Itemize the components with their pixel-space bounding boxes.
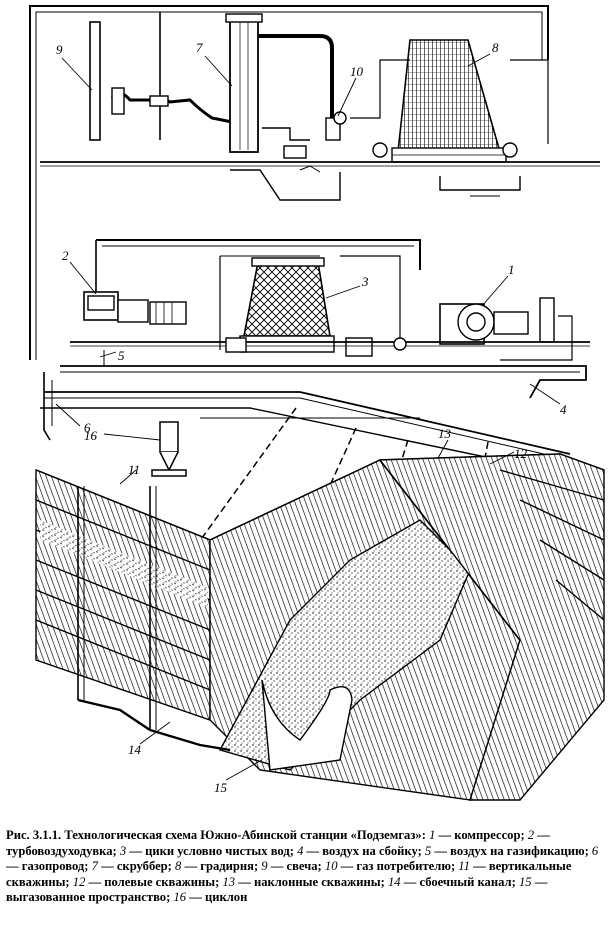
- label-12: 12: [514, 446, 528, 461]
- cooling-tower-8: [391, 39, 507, 163]
- label-3: 3: [361, 274, 369, 289]
- label-16: 16: [84, 428, 98, 443]
- label-9: 9: [56, 42, 63, 57]
- leader-lines: [55, 53, 561, 781]
- label-10: 10: [350, 64, 364, 79]
- caption-item-number: 8: [171, 859, 182, 873]
- scrubber-7: [225, 13, 263, 153]
- label-15: 15: [214, 780, 228, 795]
- caption-item-text: — градирня;: [181, 859, 259, 873]
- caption-item-number: 2: [524, 828, 535, 842]
- candle-9: [89, 21, 101, 141]
- label-13: 13: [438, 426, 452, 441]
- caption-item-text: — турбовоздуходувка;: [6, 828, 550, 858]
- gas-cleaning-section: [29, 5, 600, 360]
- caption-item-text: — свеча;: [267, 859, 322, 873]
- cooling-tower-3: [239, 257, 335, 353]
- caption-item-number: 15: [515, 874, 532, 889]
- caption-item-number: 16: [170, 890, 187, 904]
- caption-item-text: — скруббер;: [97, 859, 172, 873]
- caption-item-number: 13: [219, 874, 236, 889]
- caption-item-number: 14: [384, 874, 401, 889]
- label-6: 6: [84, 420, 91, 435]
- caption-item-number: 12: [69, 874, 86, 889]
- caption-item-number: 10: [321, 859, 338, 873]
- caption-title: Рис. 3.1.1. Технологическая схема Южно-А…: [6, 828, 426, 842]
- caption-item-text: — вертикальные скважины;: [6, 859, 572, 889]
- caption-item-text: — цики условно чистых вод;: [126, 843, 294, 858]
- label-2: 2: [62, 248, 69, 263]
- caption-item-text: — наклонные скважины;: [235, 874, 385, 889]
- caption-item-text: — сбоечный канал;: [400, 874, 516, 889]
- caption-item-text: — компрессор;: [435, 828, 525, 842]
- compressor-section: [43, 239, 590, 441]
- label-1: 1: [508, 262, 515, 277]
- label-11: 11: [128, 462, 140, 477]
- caption-item-number: 7: [88, 859, 98, 873]
- caption-item-number: 1: [429, 828, 436, 842]
- label-4: 4: [560, 402, 567, 417]
- turbo-blower-2: [83, 291, 187, 325]
- caption-item-text: — газ потребителю;: [337, 859, 456, 873]
- caption-item-number: 3: [116, 843, 127, 858]
- caption-legend: 1 — компрессор; 2 — турбовоздуходувка; 3…: [6, 828, 598, 904]
- figure-caption: Рис. 3.1.1. Технологическая схема Южно-А…: [6, 828, 610, 906]
- caption-item-number: 11: [455, 859, 470, 873]
- coal-seam-block: [35, 453, 605, 801]
- label-5: 5: [118, 348, 125, 363]
- caption-item-text: — циклон: [186, 890, 248, 904]
- caption-item-number: 6: [588, 843, 599, 858]
- caption-item-text: — воздух на сбойку;: [303, 843, 422, 858]
- compressor-1: [439, 297, 573, 361]
- caption-item-number: 5: [421, 843, 432, 858]
- label-8: 8: [492, 40, 499, 55]
- cyclone-16: [151, 421, 187, 477]
- caption-item-number: 9: [258, 859, 268, 873]
- caption-item-text: — выгазованное пространство;: [6, 874, 548, 905]
- number-labels: 9 7 10 8 2 3 1 5 4 6 16 11 13 12 14 15: [56, 40, 567, 795]
- caption-item-number: 4: [293, 843, 304, 858]
- process-diagram: 9 7 10 8 2 3 1 5 4 6 16 11 13 12 14 15: [29, 5, 605, 801]
- label-7: 7: [196, 40, 203, 55]
- caption-item-text: — газопровод;: [6, 859, 89, 873]
- caption-item-text: — полевые скважины;: [85, 874, 220, 889]
- label-14: 14: [128, 742, 142, 757]
- caption-item-text: — воздух на газификацию;: [431, 843, 589, 858]
